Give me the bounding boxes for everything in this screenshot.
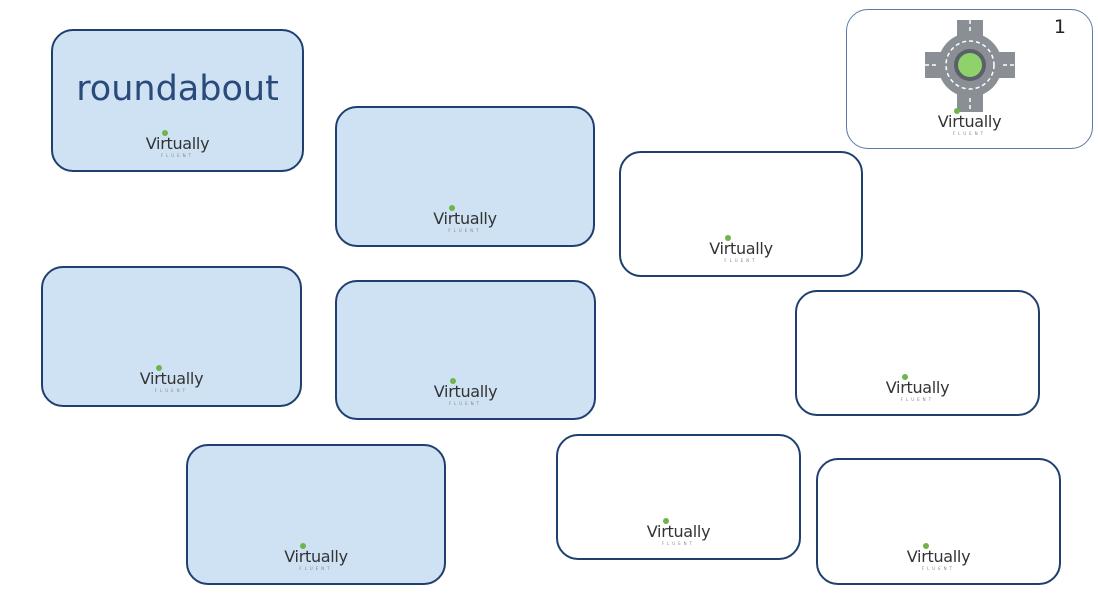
virtually-fluent-logo: Virtually FLUENT: [127, 365, 217, 393]
virtually-fluent-logo: Virtually FLUENT: [133, 130, 223, 158]
memory-card-face-down[interactable]: Virtually FLUENT: [556, 434, 801, 560]
card-word: roundabout: [76, 69, 279, 109]
memory-card-face-down[interactable]: Virtually FLUENT: [816, 458, 1061, 585]
card-number: 1: [1053, 16, 1066, 38]
memory-card-face-down[interactable]: Virtually FLUENT: [335, 280, 596, 420]
virtually-fluent-logo: Virtually FLUENT: [420, 205, 510, 233]
word-card-roundabout[interactable]: roundabout Virtually FLUENT: [51, 29, 304, 172]
virtually-fluent-logo: Virtually FLUENT: [271, 543, 361, 571]
memory-card-face-down[interactable]: Virtually FLUENT: [335, 106, 595, 247]
memory-card-face-down[interactable]: Virtually FLUENT: [186, 444, 446, 585]
picture-card-roundabout[interactable]: 1 Virtually FLUENT: [846, 9, 1093, 149]
virtually-fluent-logo: Virtually FLUENT: [696, 235, 786, 263]
memory-card-face-down[interactable]: Virtually FLUENT: [795, 290, 1040, 416]
memory-card-face-down[interactable]: Virtually FLUENT: [41, 266, 302, 407]
virtually-fluent-logo: Virtually FLUENT: [873, 374, 963, 402]
virtually-fluent-logo: Virtually FLUENT: [894, 543, 984, 571]
virtually-fluent-logo: Virtually FLUENT: [421, 378, 511, 406]
virtually-fluent-logo: Virtually FLUENT: [634, 518, 724, 546]
virtually-fluent-logo: Virtually FLUENT: [925, 108, 1015, 136]
roundabout-icon: [925, 20, 1015, 112]
memory-card-face-down[interactable]: Virtually FLUENT: [619, 151, 863, 277]
